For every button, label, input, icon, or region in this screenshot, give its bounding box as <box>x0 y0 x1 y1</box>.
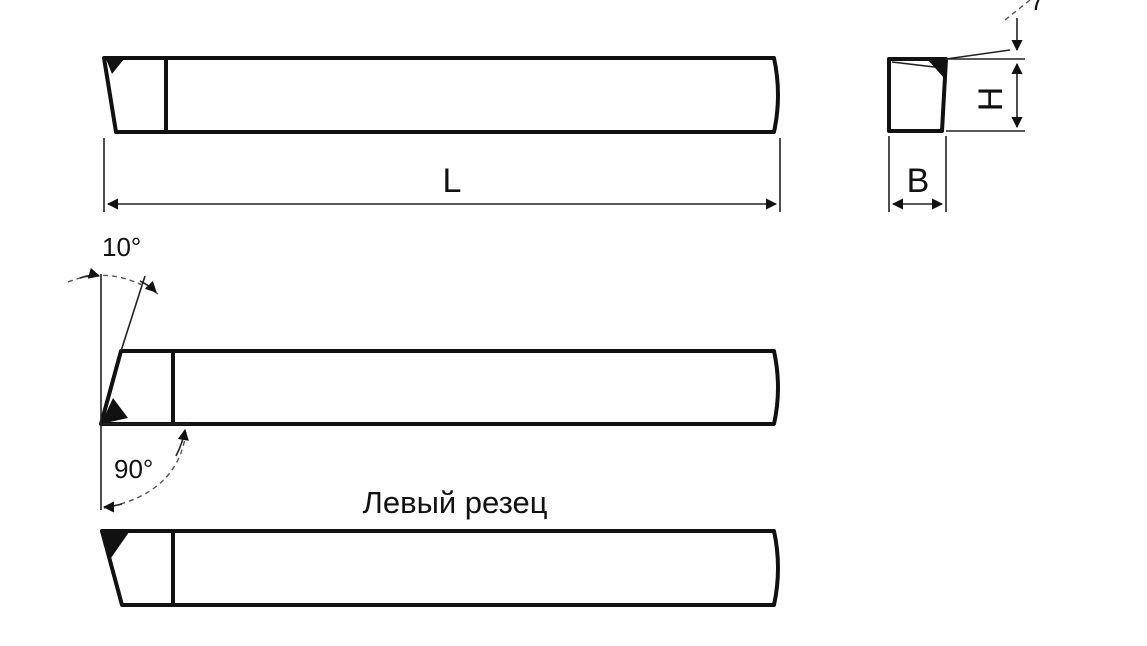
middle-tool-plan-view <box>99 349 780 426</box>
top-tool-side-view <box>102 56 780 134</box>
lead-angle-dimension: 90° <box>100 423 190 513</box>
length-label: L <box>443 162 462 200</box>
height-label: H <box>972 87 1010 112</box>
left-cutter-caption: Левый резец <box>363 485 548 520</box>
approach-angle-dimension: 10° <box>67 232 159 424</box>
cutting-insert-bottom <box>103 532 129 558</box>
tool-end-view <box>887 57 948 133</box>
cutting-insert-middle <box>101 398 128 424</box>
bottom-tool-left-cutter <box>100 529 780 607</box>
width-label: B <box>907 162 930 200</box>
approach-angle-label: 10° <box>102 232 141 262</box>
width-dimension: B <box>888 136 947 212</box>
top-angle-label: 7 <box>1030 0 1044 16</box>
cutting-insert-top <box>106 59 124 74</box>
length-dimension: L <box>103 138 781 212</box>
height-dimension: H <box>946 58 1025 132</box>
lead-angle-label: 90° <box>114 454 153 484</box>
top-angle-dimension: 7 <box>945 0 1044 60</box>
cutting-insert-end <box>928 60 946 78</box>
